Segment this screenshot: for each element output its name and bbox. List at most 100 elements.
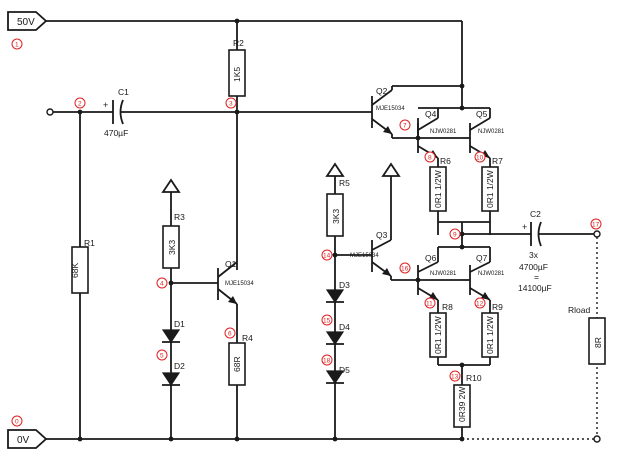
svg-text:12: 12 [476, 301, 484, 308]
node-16: 16 [399, 262, 411, 274]
svg-text:8: 8 [428, 155, 432, 162]
node-10: 10 [474, 151, 486, 163]
node-11: 11 [424, 297, 436, 309]
node-3: 3 [225, 97, 237, 109]
r2-label: R2 [233, 38, 244, 48]
input-terminal [46, 108, 54, 116]
q4-label: Q4 [425, 109, 437, 119]
c2-value-4: 14100µF [518, 283, 552, 293]
transistor-q2: Q2 MJE15034 [371, 86, 405, 135]
r9-value: 0R1 1/2W [485, 316, 495, 354]
svg-text:7: 7 [403, 123, 407, 130]
resistor-r3: R3 3K3 [162, 212, 185, 269]
resistor-rload: Rload 8R [568, 305, 606, 365]
q2-part: MJE15034 [376, 106, 405, 112]
rload-value: 8R [593, 337, 603, 348]
svg-text:9: 9 [453, 232, 457, 239]
svg-text:3: 3 [229, 101, 233, 108]
rail-0v: 0V [7, 429, 597, 449]
r9-label: R9 [492, 302, 503, 312]
resistor-r5: R5 3K3 [326, 178, 350, 237]
r1-label: R1 [84, 238, 95, 248]
resistor-r9: R9 0R1 1/2W [481, 302, 503, 358]
node-17: 17 [590, 218, 602, 230]
transistor-q7: Q7 NJW0281 [462, 253, 505, 301]
diode-d3: D3 [325, 280, 350, 304]
q5-part: NJW0281 [478, 129, 505, 135]
diode-d4: D4 [325, 322, 350, 346]
d2-label: D2 [174, 361, 185, 371]
capacitor-c2: + C2 3x 4700µF = 14100µF [518, 209, 552, 293]
node-0: 0 [11, 415, 23, 427]
transistor-q1: Q1 MJE15034 [217, 259, 254, 305]
r5-value: 3K3 [331, 209, 341, 224]
c2-value-3: = [534, 272, 539, 282]
r6-value: 0R1 1/2W [433, 170, 443, 208]
node-2: 2 [74, 97, 86, 109]
node-1: 1 [11, 38, 23, 50]
svg-text:17: 17 [592, 222, 600, 229]
node-12: 12 [474, 297, 486, 309]
q4-part: NJW0281 [430, 129, 457, 135]
r4-label: R4 [242, 333, 253, 343]
node-13: 13 [449, 370, 461, 382]
q3-part: MJE15034 [350, 253, 379, 259]
svg-text:2: 2 [78, 101, 82, 108]
rail-50v: 50V [7, 11, 462, 31]
rload-label: Rload [568, 305, 590, 315]
d1-label: D1 [174, 319, 185, 329]
node-18: 18 [321, 354, 333, 366]
svg-text:13: 13 [451, 374, 459, 381]
q5-label: Q5 [476, 109, 488, 119]
c1-polarity: + [103, 100, 108, 110]
svg-text:16: 16 [401, 266, 409, 273]
d4-label: D4 [339, 322, 350, 332]
r7-label: R7 [492, 156, 503, 166]
node-5: 5 [156, 349, 168, 361]
diode-d1: D1 [161, 319, 185, 344]
rail-50v-label: 50V [17, 17, 35, 28]
c2-label: C2 [530, 209, 541, 219]
r10-label: R10 [466, 373, 482, 383]
r1-value: 68K [70, 263, 80, 278]
transistor-q5: Q5 NJW0281 [462, 108, 505, 159]
r5-label: R5 [339, 178, 350, 188]
transistor-q3: Q3 MJE15034 [350, 230, 392, 277]
svg-text:10: 10 [476, 155, 484, 162]
ground-terminal [593, 435, 601, 443]
node-7: 7 [399, 119, 411, 131]
transistor-q4: Q4 NJW0281 [417, 108, 457, 159]
node-15: 15 [321, 314, 333, 326]
resistor-r8: R8 0R1 1/2W [429, 302, 453, 358]
rail-0v-label: 0V [17, 435, 30, 446]
svg-text:5: 5 [160, 353, 164, 360]
r8-value: 0R1 1/2W [433, 316, 443, 354]
svg-text:15: 15 [323, 318, 331, 325]
q7-part: NJW0281 [478, 271, 505, 277]
r3-value: 3K3 [167, 240, 177, 255]
r2-value: 1K5 [232, 67, 242, 82]
svg-text:0: 0 [15, 419, 19, 426]
node-14: 14 [321, 249, 333, 261]
node-6: 6 [224, 327, 236, 339]
svg-text:1: 1 [15, 42, 19, 49]
q1-label: Q1 [225, 259, 237, 269]
node-4: 4 [156, 277, 168, 289]
svg-text:14: 14 [323, 253, 331, 260]
node-9: 9 [449, 228, 461, 240]
q6-label: Q6 [425, 253, 437, 263]
output-terminal [593, 230, 601, 238]
capacitor-c1: + C1 470µF [103, 87, 129, 138]
q3-label: Q3 [376, 230, 388, 240]
svg-text:11: 11 [426, 301, 433, 308]
r7-value: 0R1 1/2W [485, 170, 495, 208]
r8-label: R8 [442, 302, 453, 312]
q2-label: Q2 [376, 86, 388, 96]
r6-label: R6 [440, 156, 451, 166]
svg-text:6: 6 [228, 331, 232, 338]
svg-text:4: 4 [160, 281, 164, 288]
c2-value-1: 3x [529, 250, 539, 260]
diode-d2: D2 [161, 361, 185, 387]
c1-label: C1 [118, 87, 129, 97]
